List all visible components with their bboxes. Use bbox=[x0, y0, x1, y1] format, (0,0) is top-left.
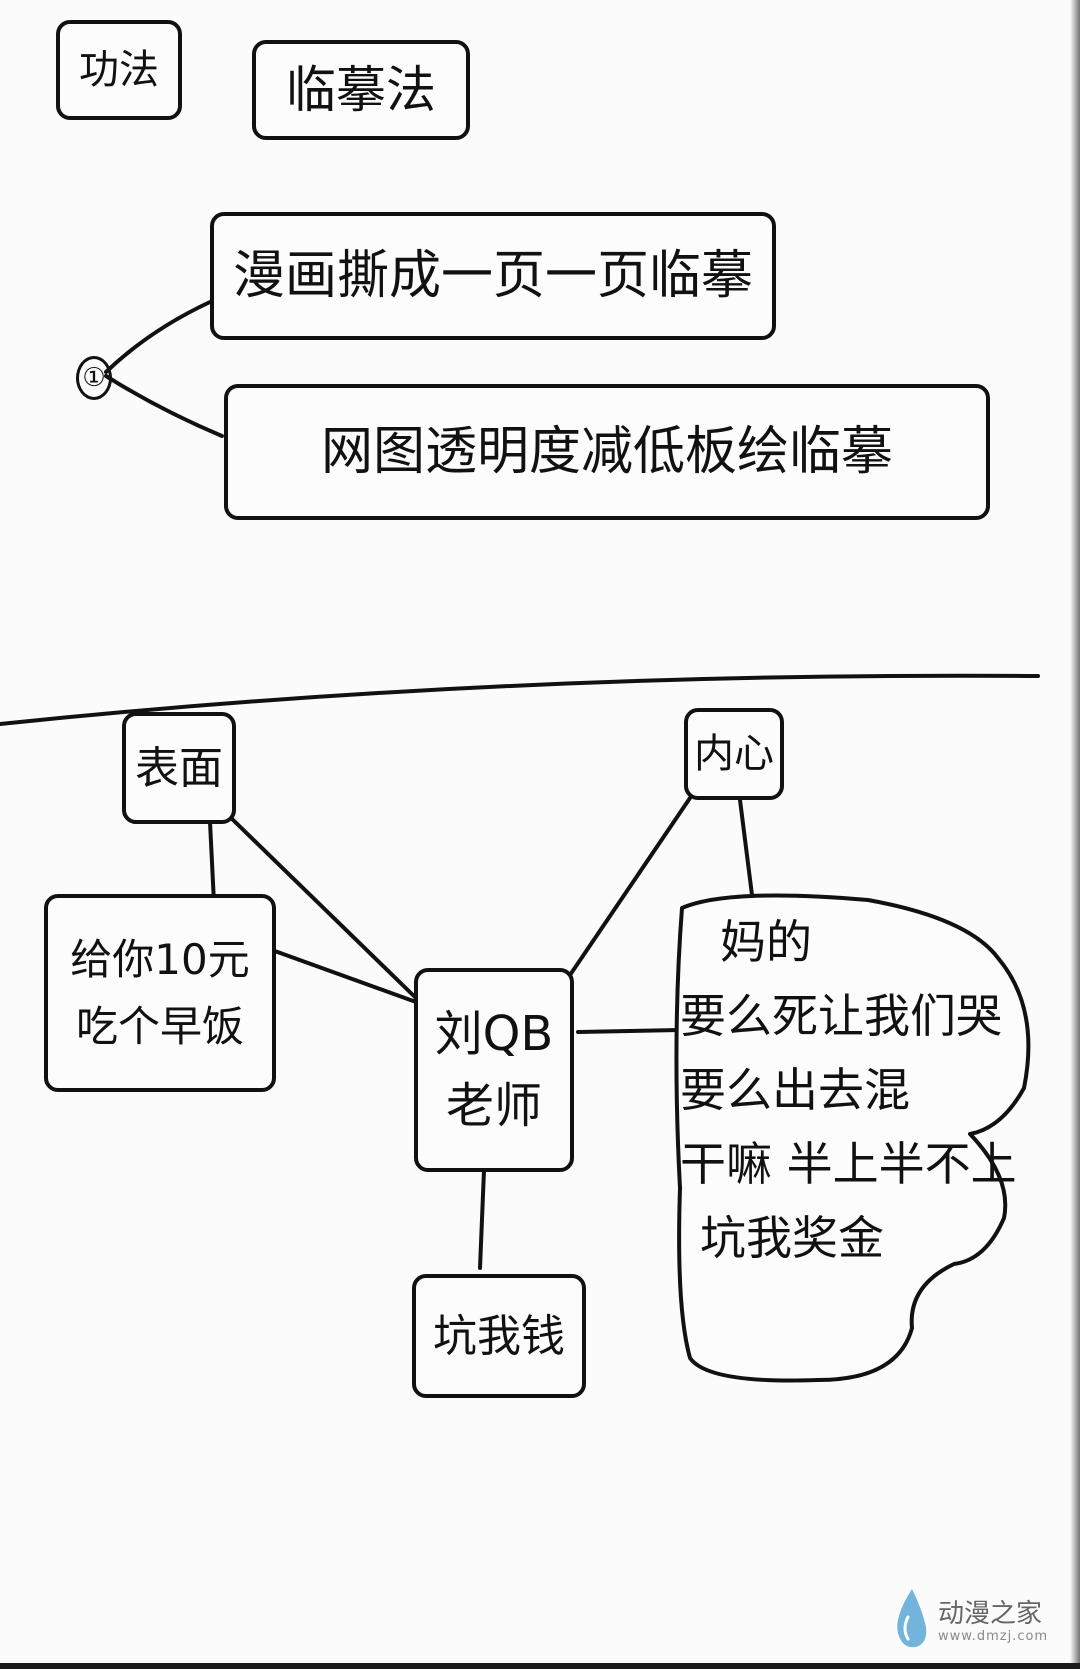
branch-line-bottom bbox=[104, 374, 224, 438]
method-number-marker: ① bbox=[76, 356, 112, 400]
tag-linmofa-label: 临摹法 bbox=[286, 60, 436, 119]
center-node-line-1: 刘QB bbox=[434, 1006, 554, 1062]
tag-gongfa-label: 功法 bbox=[79, 47, 159, 93]
watermark-url: www.dmzj.com bbox=[938, 1629, 1049, 1644]
link-inner-to-center bbox=[568, 796, 692, 977]
bottom-node-box: 坑我钱 bbox=[412, 1274, 586, 1398]
surface-text-line-2: 吃个早饭 bbox=[75, 1002, 244, 1051]
water-drop-icon bbox=[897, 1589, 927, 1648]
branch-line-top bbox=[104, 300, 212, 374]
link-center-to-bottom bbox=[478, 1168, 486, 1270]
section-divider bbox=[0, 673, 1040, 726]
method-box-2: 网图透明度减低板绘临摹 bbox=[224, 384, 990, 520]
center-node-line-2: 老师 bbox=[445, 1078, 542, 1134]
surface-text-line-1: 给你10元 bbox=[70, 934, 250, 984]
inner-line-3: 要么出去混 bbox=[680, 1063, 910, 1117]
page-bottom-edge bbox=[0, 1663, 1080, 1669]
link-surface-to-surfacetext bbox=[208, 820, 216, 905]
tag-linmofa: 临摹法 bbox=[252, 40, 470, 140]
watermark-title: 动漫之家 bbox=[938, 1599, 1043, 1629]
inner-line-4: 干嘛 半上半不上 bbox=[680, 1137, 1017, 1191]
inner-thought-cloud bbox=[674, 893, 1031, 1383]
inner-thought-text: 妈的 要么死让我们哭 要么出去混 干嘛 半上半不上 坑我奖金 bbox=[680, 905, 1017, 1275]
page-edge-shadow bbox=[1070, 0, 1080, 1669]
inner-label: 内心 bbox=[694, 731, 774, 777]
link-inner-to-innertext bbox=[738, 798, 754, 897]
bottom-node-text: 坑我钱 bbox=[433, 1310, 565, 1362]
method-2-text: 网图透明度减低板绘临摹 bbox=[320, 421, 893, 482]
inner-label-box: 内心 bbox=[684, 708, 784, 800]
link-surface-to-center bbox=[226, 813, 420, 1002]
surface-label: 表面 bbox=[135, 742, 223, 794]
surface-text-box: 给你10元 吃个早饭 bbox=[44, 894, 276, 1092]
link-center-to-innertext bbox=[576, 1028, 682, 1034]
site-watermark: 动漫之家 www.dmzj.com bbox=[888, 1587, 1058, 1657]
method-box-1: 漫画撕成一页一页临摹 bbox=[210, 212, 776, 340]
inner-line-1: 妈的 bbox=[720, 915, 812, 969]
link-surfacetext-to-center bbox=[270, 948, 418, 1004]
inner-line-5: 坑我奖金 bbox=[700, 1211, 884, 1265]
surface-label-box: 表面 bbox=[122, 712, 236, 824]
inner-line-2: 要么死让我们哭 bbox=[680, 989, 1002, 1043]
method-1-text: 漫画撕成一页一页临摹 bbox=[232, 245, 753, 306]
center-node-box: 刘QB 老师 bbox=[414, 968, 574, 1172]
tag-gongfa: 功法 bbox=[56, 20, 182, 120]
